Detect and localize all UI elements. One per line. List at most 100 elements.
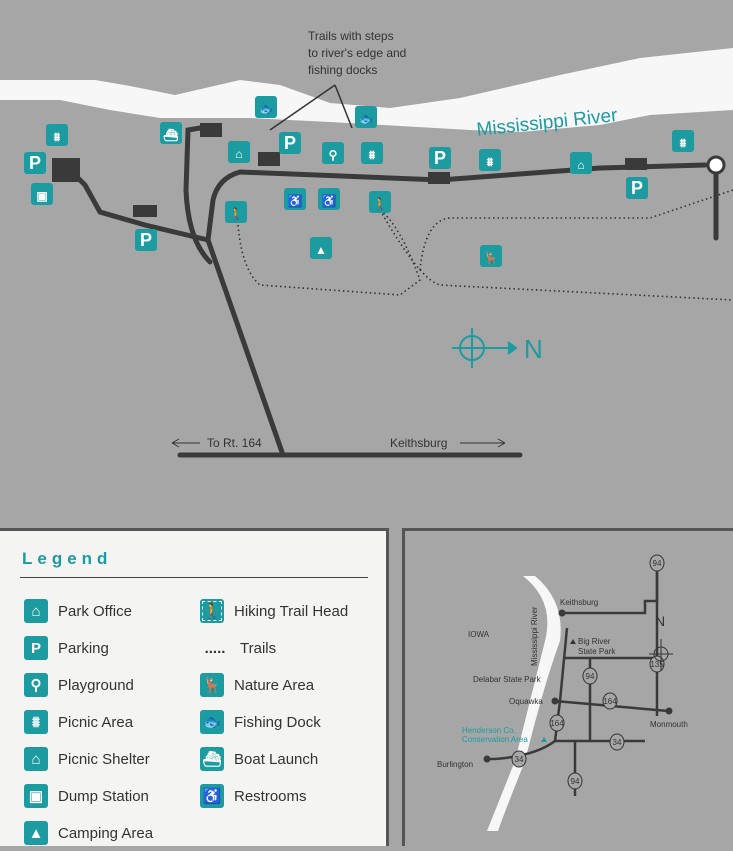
inset-town-dots	[483, 609, 673, 763]
park-office-icon: ⌂	[24, 599, 48, 623]
inset-north-label: N	[655, 613, 665, 629]
arrow-left-icon	[171, 438, 200, 448]
fish-icon-glyph: 🐟	[259, 102, 274, 116]
picnic-shelter-icon	[228, 141, 250, 163]
road-label-keithsburg: Keithsburg	[390, 436, 447, 450]
picnic-table-icon-glyph: ⩩	[369, 148, 376, 162]
park-office-icon-glyph: ⌂	[577, 158, 584, 172]
inset-oquawka: Oquawka	[509, 697, 543, 706]
parking-icon-glyph: P	[434, 148, 446, 168]
picnic-table-icon	[479, 149, 501, 171]
tent-icon	[310, 237, 332, 259]
north-label: N	[524, 334, 543, 364]
callout-text: Trails with steps to river's edge and fi…	[308, 29, 406, 77]
legend-label: Parking	[58, 639, 109, 657]
trails	[237, 189, 733, 301]
callout-lines	[269, 84, 353, 131]
trail-dots-icon: .....	[204, 639, 226, 657]
boat-launch-icon-glyph: ⛴	[163, 128, 178, 142]
restrooms-icon-glyph: ♿	[322, 194, 337, 208]
svg-text:fishing docks: fishing docks	[308, 63, 377, 77]
route-number: 34	[515, 755, 524, 764]
playground-icon	[322, 142, 344, 164]
parking-icon	[135, 229, 157, 251]
route-shield	[511, 750, 527, 768]
dump-station-icon	[31, 183, 53, 205]
boat-launch-icon: ⛴	[200, 747, 224, 771]
legend-label: Playground	[58, 676, 134, 694]
tent-icon-glyph: ▲	[315, 243, 327, 257]
picnic-shelter-icon: ⌂	[24, 747, 48, 771]
hiker-icon	[225, 201, 247, 223]
restrooms-icon: ♿	[200, 784, 224, 808]
route-shield	[649, 554, 665, 572]
route-number: 164	[603, 697, 617, 706]
route-number: 94	[571, 777, 580, 786]
inset-iowa: IOWA	[468, 630, 490, 639]
turnaround	[706, 155, 726, 175]
legend-item-hiking-trail-head: 🚶Hiking Trail Head	[200, 599, 348, 623]
parking-icon	[429, 147, 451, 169]
playground-icon-glyph: ⚲	[329, 148, 338, 162]
route-shield	[549, 714, 565, 732]
park-office-icon	[570, 152, 592, 174]
tent-icon: ▲	[24, 821, 48, 845]
legend-item-nature-area: 🦌 Nature Area	[200, 673, 314, 697]
deer-icon-glyph: 🦌	[484, 251, 499, 265]
legend-label: Picnic Shelter	[58, 750, 150, 768]
picnic-table-icon-glyph: ⩩	[487, 155, 494, 169]
legend-label: Trails	[240, 639, 277, 657]
deer-icon: 🦌	[200, 673, 224, 697]
legend-label: Park Office	[58, 602, 132, 620]
restrooms-icon-glyph: ♿	[288, 194, 303, 208]
legend-item-picnic-shelter: ⌂ Picnic Shelter	[24, 747, 150, 771]
boat-launch-icon	[160, 122, 182, 144]
inset-henderson-2: Conservation Area	[462, 735, 528, 744]
legend-item-restrooms: ♿Restrooms	[200, 784, 307, 808]
park-triangle-icon	[570, 639, 576, 644]
road-label-rt164: To Rt. 164	[207, 436, 262, 450]
legend-title: Legend	[22, 549, 113, 568]
parking-icon	[626, 177, 648, 199]
inset-henderson-1: Henderson Co.	[462, 726, 516, 735]
restrooms-icon	[318, 188, 340, 210]
parking-icon-glyph: P	[29, 153, 41, 173]
legend-label: Picnic Area	[58, 713, 134, 731]
inset-compass-icon	[649, 639, 673, 671]
route-shield	[582, 667, 598, 685]
legend-label: Camping Area	[58, 824, 154, 842]
playground-icon: ⚲	[24, 673, 48, 697]
fish-icon	[355, 106, 377, 128]
legend-label: Hiking Trail Head	[234, 602, 349, 620]
picnic-shelter-icon-glyph: ⌂	[235, 147, 242, 161]
inset-delabar: Delabar State Park	[473, 675, 542, 684]
legend-label: Boat Launch	[234, 750, 319, 768]
legend-item-fishing-dock: 🐟Fishing Dock	[200, 710, 321, 734]
picnic-table-icon	[672, 130, 694, 152]
picnic-table-icon-glyph: ⩩	[54, 130, 61, 144]
buildings	[52, 123, 647, 217]
inset-roads	[487, 566, 669, 796]
legend-label: Dump Station	[58, 787, 149, 805]
legend-item-park-office: ⌂ Park Office	[24, 599, 132, 623]
picnic-table-icon	[361, 142, 383, 164]
legend-item-playground: ⚲ Playground	[24, 673, 134, 697]
arrow-right-icon	[460, 438, 506, 448]
route-number: 164	[550, 719, 564, 728]
parking-icon-glyph: P	[140, 230, 152, 250]
legend-label: Nature Area	[234, 676, 315, 694]
fish-icon	[255, 96, 277, 118]
svg-text:to river's edge and: to river's edge and	[308, 46, 406, 60]
dump-station-icon-glyph: ▣	[36, 189, 47, 203]
inset-keithsburg: Keithsburg	[560, 598, 598, 607]
route-shield	[609, 733, 625, 751]
parking-icon	[24, 152, 46, 174]
roads	[67, 125, 719, 458]
picnic-table-icon: ⩩	[24, 710, 48, 734]
route-number: 135	[650, 660, 664, 669]
conservation-triangle-icon	[541, 737, 547, 742]
legend-divider	[20, 577, 368, 578]
hiker-icon-glyph: 🚶	[229, 207, 244, 221]
